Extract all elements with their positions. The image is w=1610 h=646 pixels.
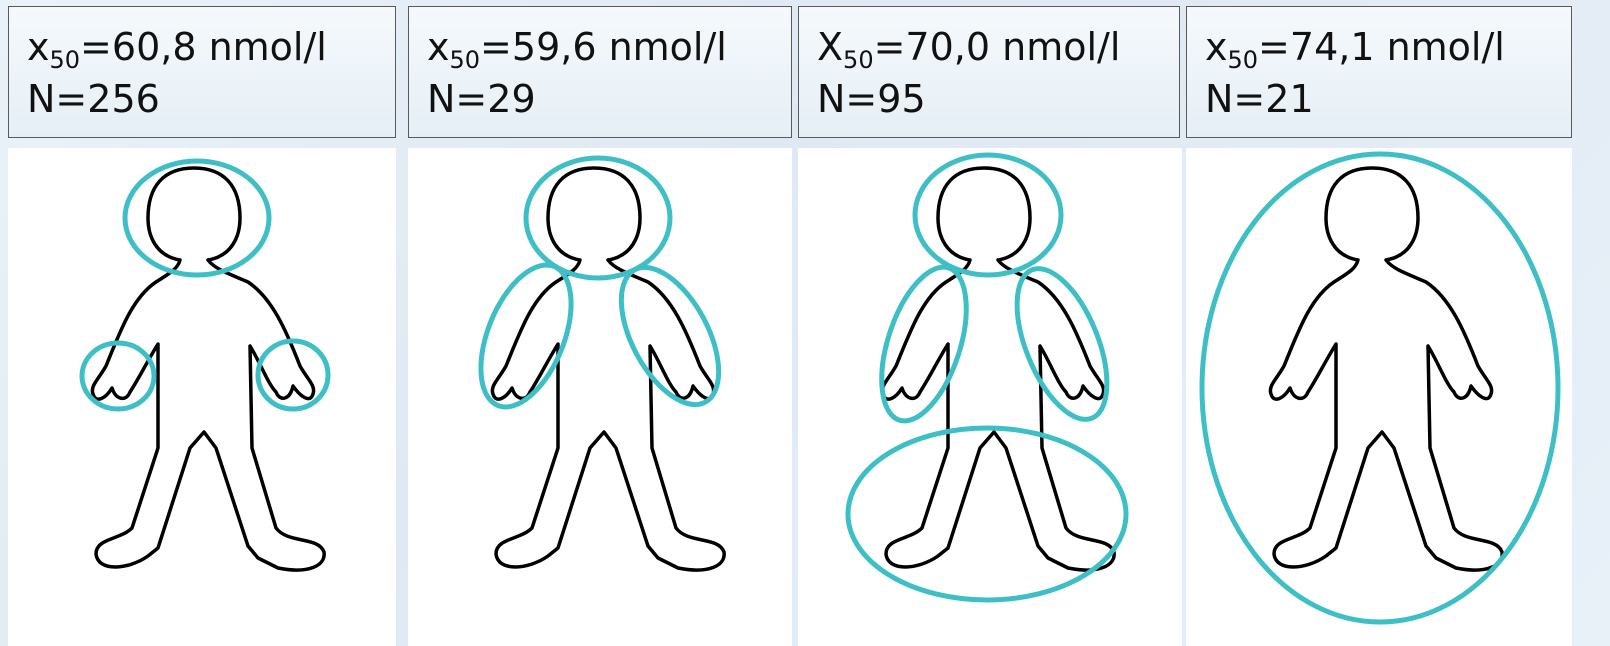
panel-1: x50=60,8 nmol/l N=256 xyxy=(0,0,400,646)
legs-highlight xyxy=(848,428,1126,600)
panel-1-value: =60,8 nmol/l xyxy=(80,25,327,69)
panel-3-figure-area xyxy=(798,148,1182,646)
panel-4-header: x50=74,1 nmol/l N=21 xyxy=(1186,6,1572,138)
panel-4: x50=74,1 nmol/l N=21 xyxy=(1186,0,1610,646)
panel-3-sub: 50 xyxy=(843,46,874,74)
panel-4-var: x xyxy=(1205,25,1228,69)
panel-4-median: x50=74,1 nmol/l xyxy=(1205,21,1571,73)
panel-4-overlay-svg xyxy=(1186,148,1610,646)
panel-3-n: N=95 xyxy=(817,73,1179,125)
panel-1-figure-area xyxy=(8,148,396,646)
panel-1-var: x xyxy=(27,25,50,69)
panel-4-value: =74,1 nmol/l xyxy=(1258,25,1505,69)
panel-1-svg xyxy=(8,148,396,646)
panel-3-var: X xyxy=(817,25,843,69)
panel-2-var: x xyxy=(427,25,450,69)
panel-3-header: X50=70,0 nmol/l N=95 xyxy=(798,6,1180,138)
whole-body-highlight xyxy=(1202,154,1558,622)
panel-2-svg xyxy=(408,148,792,646)
panel-2-value: =59,6 nmol/l xyxy=(480,25,727,69)
panel-2: x50=59,6 nmol/l N=29 xyxy=(404,0,796,646)
panel-4-n: N=21 xyxy=(1205,73,1571,125)
panel-1-sub: 50 xyxy=(50,46,81,74)
panel-2-sub: 50 xyxy=(450,46,481,74)
panel-1-n: N=256 xyxy=(27,73,395,125)
panel-2-n: N=29 xyxy=(427,73,791,125)
panel-3-value: =70,0 nmol/l xyxy=(874,25,1121,69)
panel-2-header: x50=59,6 nmol/l N=29 xyxy=(408,6,792,138)
panel-1-median: x50=60,8 nmol/l xyxy=(27,21,395,73)
panel-4-sub: 50 xyxy=(1228,46,1259,74)
panel-2-figure-area xyxy=(408,148,792,646)
panel-3-svg xyxy=(798,148,1182,646)
panel-3: X50=70,0 nmol/l N=95 xyxy=(796,0,1186,646)
panel-1-header: x50=60,8 nmol/l N=256 xyxy=(8,6,396,138)
panel-3-median: X50=70,0 nmol/l xyxy=(817,21,1179,73)
panel-2-median: x50=59,6 nmol/l xyxy=(427,21,791,73)
